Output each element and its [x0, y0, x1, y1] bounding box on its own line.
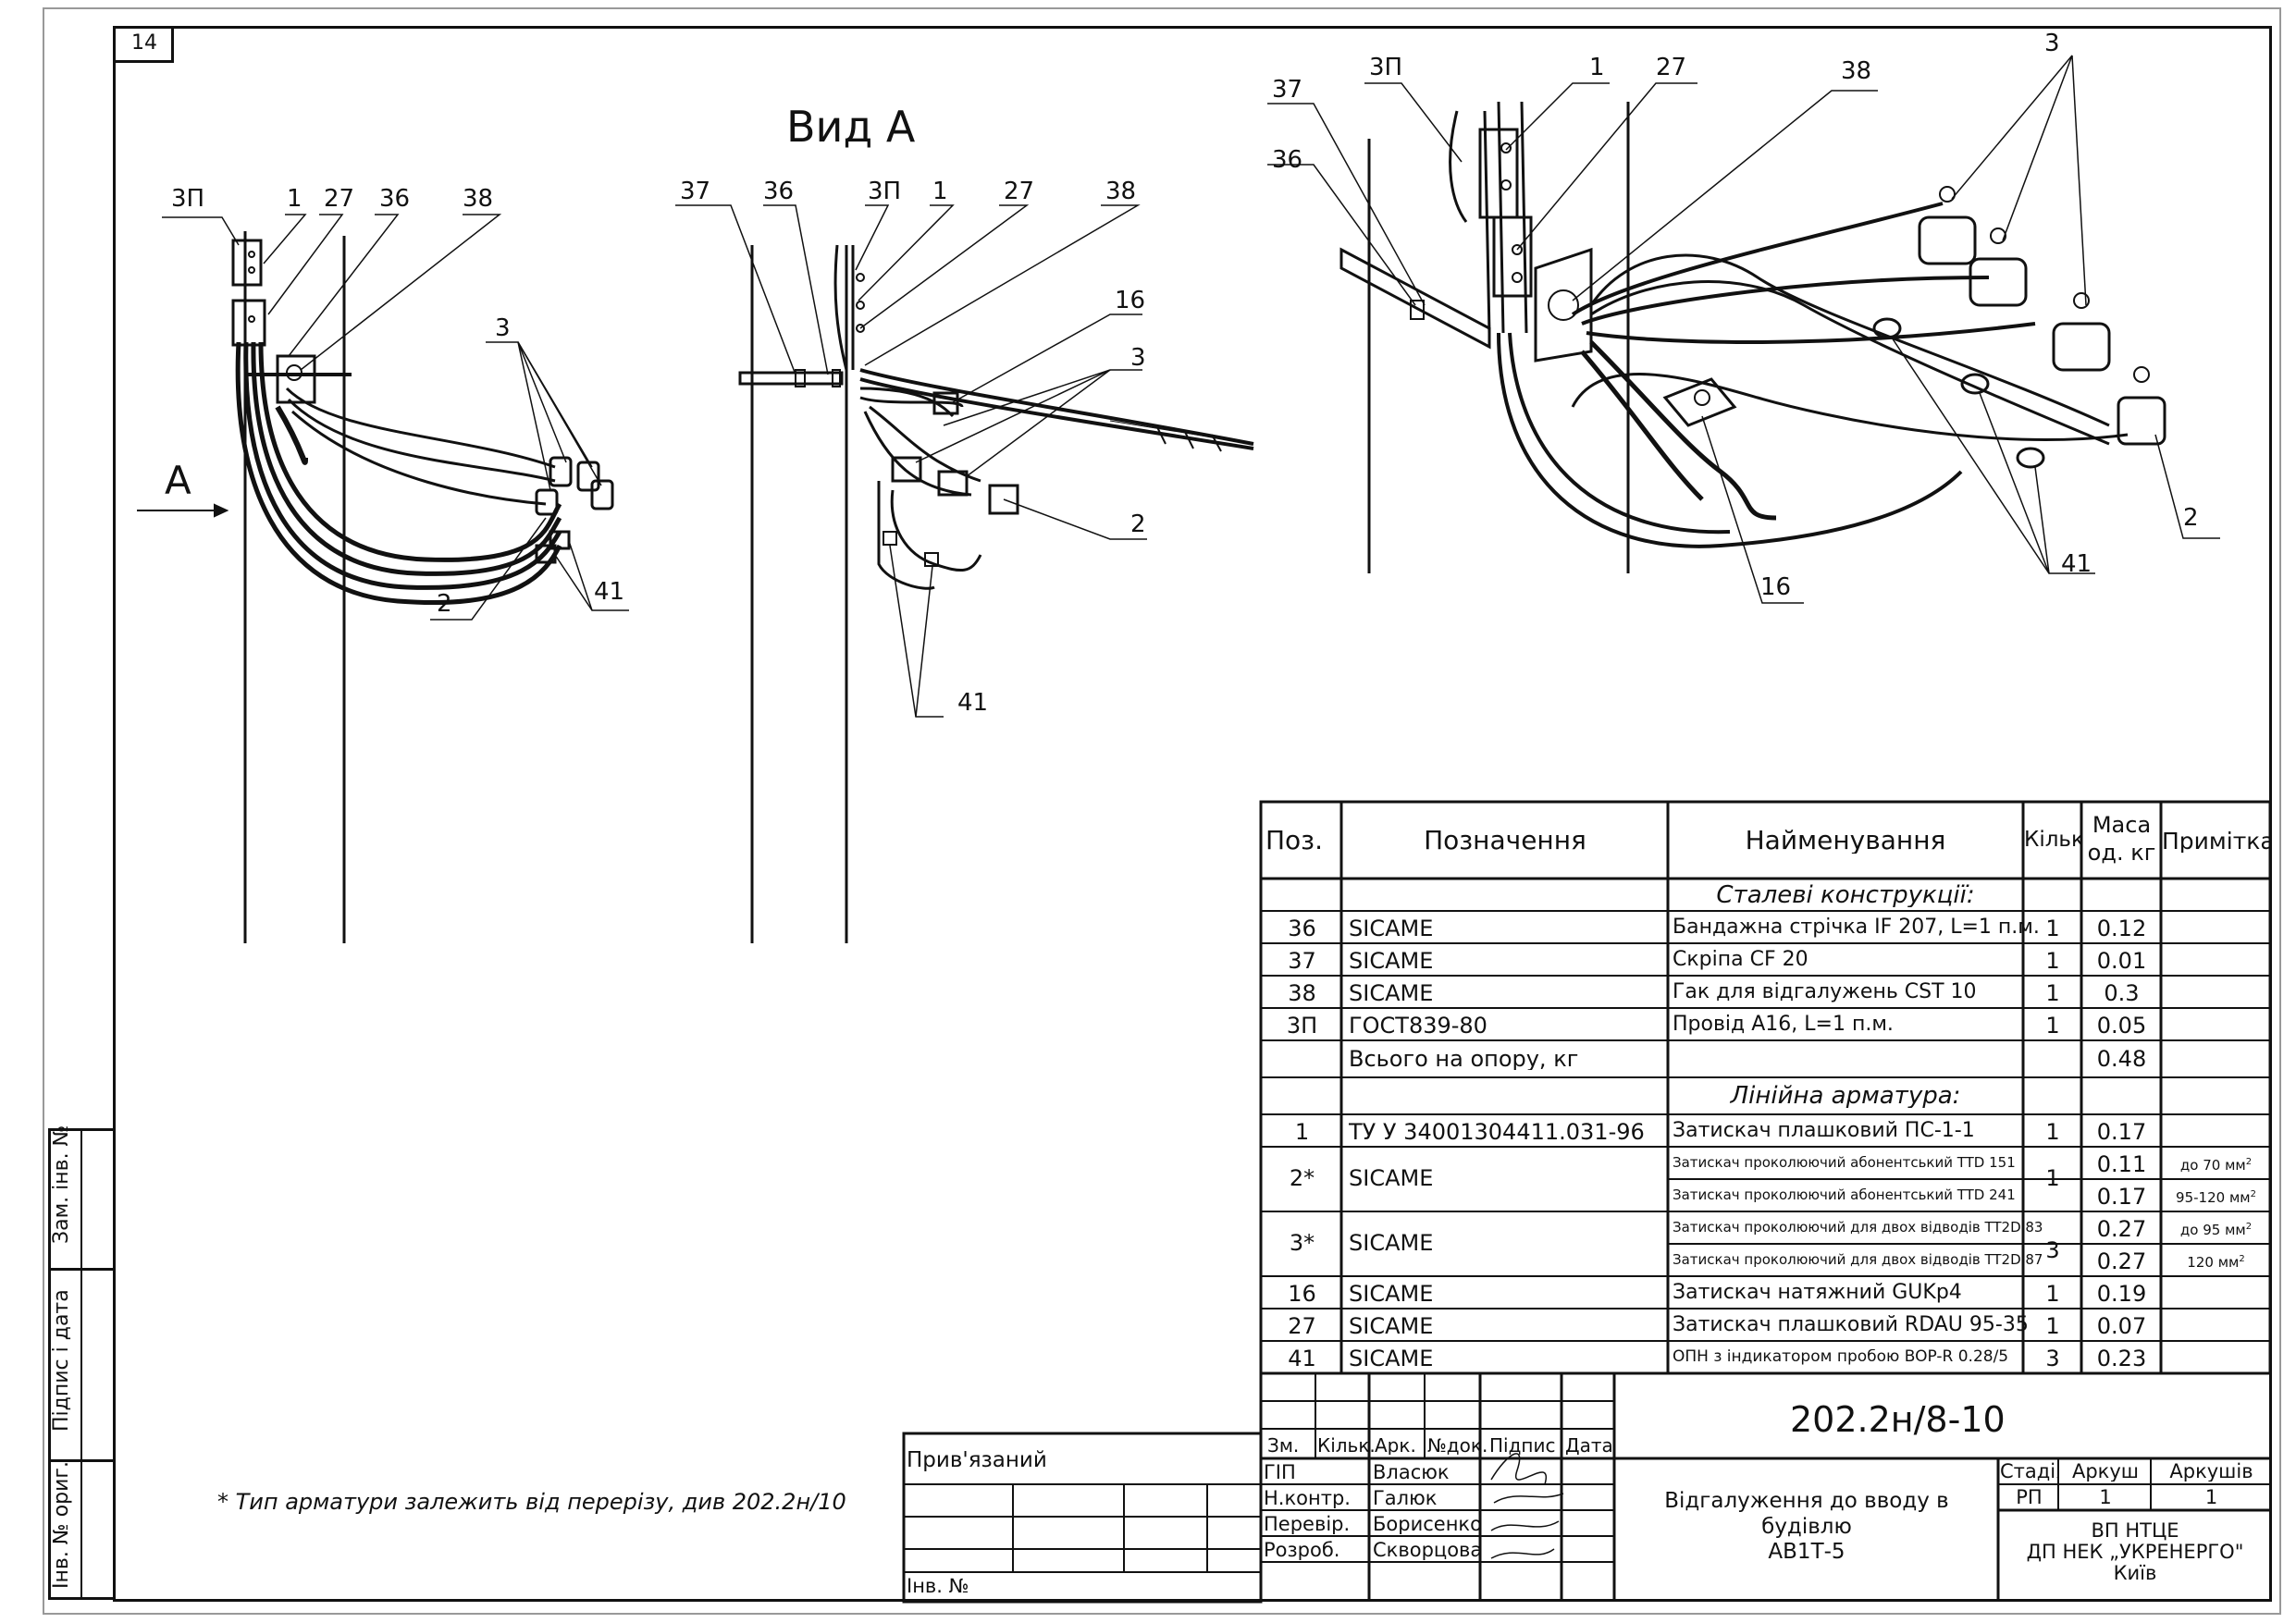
- col-zm: Зм.: [1267, 1436, 1300, 1455]
- sheet-number: 14: [131, 31, 157, 55]
- view3-drawing: [1267, 55, 2220, 604]
- hdr-pos: Поз.: [1265, 828, 1323, 854]
- view3-callout-3p: 3П: [1369, 54, 1403, 81]
- view1-callout-38: 38: [463, 185, 494, 213]
- col-ndok: №док.: [1427, 1436, 1488, 1455]
- view2-callout-41: 41: [957, 689, 989, 717]
- view3-callout-2: 2: [2183, 504, 2199, 532]
- name-gip: Власюк: [1373, 1463, 1450, 1482]
- hdr-qty: Кільк.: [2024, 830, 2081, 851]
- view2-callout-1: 1: [932, 178, 948, 205]
- view1-drawing: [137, 214, 629, 943]
- view2-callout-38: 38: [1105, 178, 1137, 205]
- section-line: Лінійна арматура:: [1730, 1084, 1961, 1108]
- hdr-mass-1: Маса: [2092, 814, 2152, 836]
- col-pidpys: Підпис: [1489, 1436, 1556, 1455]
- section-steel: Сталеві конструкції:: [1716, 883, 1975, 907]
- hdr-mass-2: од. кг: [2087, 842, 2156, 864]
- hdr-name: Найменування: [1745, 828, 1946, 854]
- doc-code: 202.2н/8-10: [1790, 1399, 2006, 1440]
- sheets-label: Аркушів: [2169, 1462, 2253, 1482]
- privyazanyi-label: Прив'язаний: [907, 1450, 1047, 1471]
- sheet-value: 1: [2099, 1488, 2112, 1507]
- role-nkontr: Н.контр.: [1264, 1489, 1351, 1508]
- title-block-grid: [902, 1373, 2270, 1604]
- drawing-title-1: Відгалуження до вводу в: [1664, 1491, 1949, 1512]
- view1-callout-27: 27: [324, 185, 355, 213]
- name-rozrob: Скворцова: [1373, 1541, 1483, 1560]
- side-stamp: [48, 1128, 116, 1600]
- view1-callout-3: 3: [495, 314, 511, 342]
- view-a-title: Вид А: [786, 102, 916, 152]
- role-gip: ГІП: [1264, 1463, 1296, 1482]
- col-kilk: Кільк.: [1317, 1436, 1376, 1455]
- hdr-note: Примітка: [2162, 830, 2270, 853]
- view3-callout-27: 27: [1656, 54, 1687, 81]
- role-rozrob: Розроб.: [1264, 1541, 1340, 1560]
- role-perevir: Перевір.: [1264, 1515, 1351, 1534]
- view1-callout-41: 41: [594, 578, 625, 606]
- col-data: Дата: [1565, 1436, 1613, 1455]
- hdr-designation: Позначення: [1424, 828, 1586, 854]
- view3-callout-1: 1: [1589, 54, 1605, 81]
- view1-callout-3p: 3П: [171, 185, 205, 213]
- view2-callout-36: 36: [763, 178, 795, 205]
- view3-callout-36: 36: [1272, 146, 1303, 174]
- stage-value: РП: [2016, 1488, 2043, 1507]
- footnote: * Тип арматури залежить від перерізу, ди…: [217, 1489, 846, 1515]
- sheet-label: Аркуш: [2071, 1462, 2140, 1482]
- view3-callout-38: 38: [1841, 57, 1872, 85]
- org-line-1: ВП НТЦЕ: [2091, 1521, 2179, 1541]
- stage-label: Стадія: [2000, 1462, 2058, 1482]
- view1-callout-2: 2: [437, 590, 452, 618]
- view2-callout-37: 37: [680, 178, 711, 205]
- spec-table-grid: [1259, 800, 2272, 1375]
- col-ark: Арк.: [1375, 1436, 1416, 1455]
- name-perevir: Борисенко: [1373, 1515, 1482, 1534]
- name-nkontr: Галюк: [1373, 1489, 1438, 1508]
- view2-callout-27: 27: [1004, 178, 1035, 205]
- view3-callout-16: 16: [1760, 573, 1792, 601]
- drawing-title-3: АВ1Т-5: [1768, 1542, 1845, 1563]
- view3-callout-41: 41: [2061, 550, 2092, 578]
- view2-callout-3: 3: [1130, 344, 1146, 372]
- sheet-outer-frame: [43, 7, 2281, 1615]
- inv-no-label: Інв. №: [907, 1577, 969, 1596]
- view2-drawing: [675, 204, 1254, 943]
- total-mass: 0.48: [2096, 1048, 2147, 1070]
- view1-callout-1: 1: [287, 185, 302, 213]
- org-line-3: Київ: [2113, 1564, 2157, 1583]
- drawing-title-2: будівлю: [1761, 1517, 1852, 1538]
- sheet-number-box: [113, 26, 174, 63]
- view2-callout-2: 2: [1130, 510, 1146, 538]
- view-arrow-label: A: [165, 458, 191, 503]
- total-label: Всього на опору, кг: [1349, 1048, 1579, 1070]
- org-line-2: ДП НЕК „УКРЕНЕРГО": [2026, 1543, 2244, 1562]
- view2-callout-16: 16: [1115, 287, 1146, 314]
- view3-callout-3: 3: [2044, 30, 2060, 57]
- sheets-value: 1: [2204, 1488, 2218, 1507]
- view2-callout-3p: 3П: [868, 178, 902, 205]
- view1-callout-36: 36: [379, 185, 411, 213]
- view3-callout-37: 37: [1272, 76, 1303, 104]
